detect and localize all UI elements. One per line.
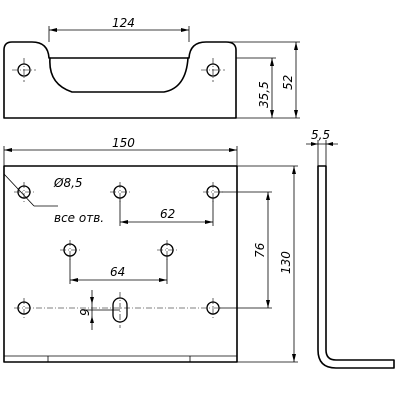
lower-spacing-dim: 64 bbox=[110, 265, 125, 279]
top-total-height-dim: 52 bbox=[281, 75, 295, 90]
top-inner-height-dim: 35,5 bbox=[257, 81, 271, 108]
thickness-dim: 5,5 bbox=[311, 128, 330, 142]
front-width-dim: 150 bbox=[112, 136, 135, 150]
slot-dim: 9 bbox=[78, 308, 92, 316]
top-view: 124 35,5 52 bbox=[3, 16, 300, 119]
top-view-channel bbox=[49, 57, 189, 93]
top-width-dim: 124 bbox=[112, 16, 135, 30]
front-view-outline bbox=[3, 165, 238, 363]
front-view: 150 Ø8,5 все отв. 62 64 9 76 bbox=[3, 136, 298, 363]
front-height-dim: 130 bbox=[279, 251, 293, 274]
vertical-spacing-dim: 76 bbox=[253, 242, 267, 258]
upper-spacing-dim: 62 bbox=[160, 207, 175, 221]
side-view: 5,5 bbox=[306, 128, 395, 369]
hole-diameter-callout: Ø8,5 bbox=[53, 176, 83, 190]
side-view-profile bbox=[317, 165, 395, 369]
top-view-outline bbox=[3, 41, 237, 119]
hole-note: все отв. bbox=[54, 211, 104, 225]
